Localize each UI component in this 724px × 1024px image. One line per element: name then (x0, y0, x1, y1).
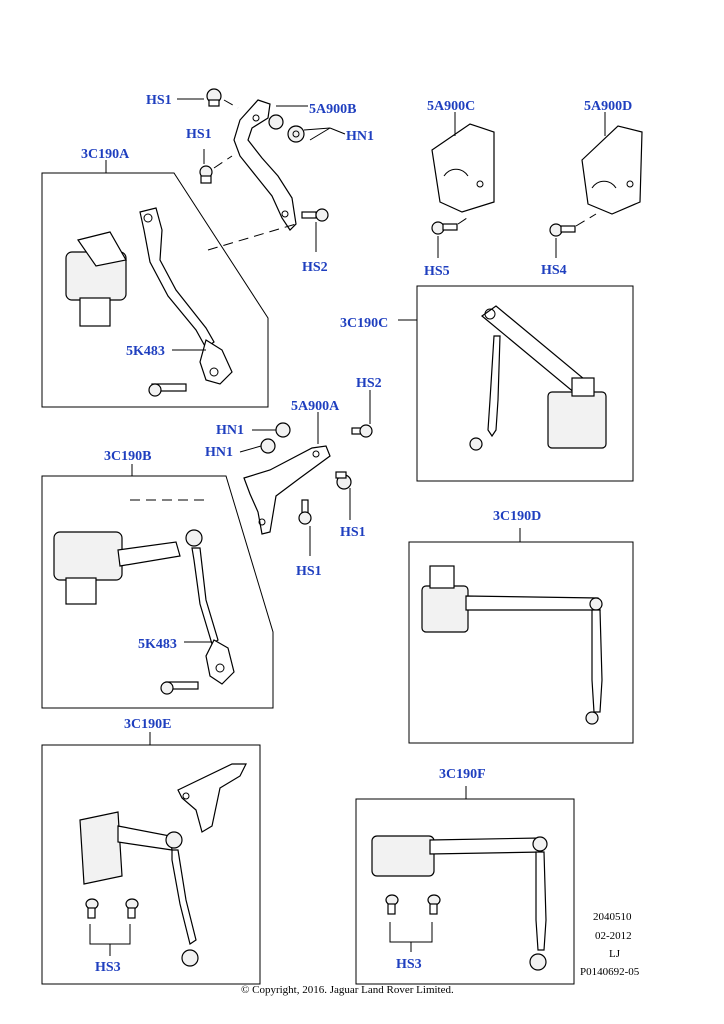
bolt-hs3-f2 (427, 894, 441, 915)
label-5k483-a: 5K483 (126, 344, 165, 359)
box-3c190d (408, 541, 634, 744)
bolt-5k483-a (148, 383, 187, 397)
sensor-3c190f (371, 835, 548, 971)
label-5a900d: 5A900D (584, 99, 632, 114)
bracket-5a900a (243, 445, 331, 535)
bolt-5k483-b (160, 681, 199, 695)
label-hn1-middle-a: HN1 (216, 423, 244, 438)
label-hs1-middle-bottom: HS1 (296, 564, 322, 579)
box-3c190b (41, 475, 274, 709)
label-hs4: HS4 (541, 263, 567, 278)
bolt-hs3-f1 (385, 894, 399, 915)
label-3c190c: 3C190C (340, 316, 388, 331)
box-3c190c (416, 285, 634, 482)
bolt-hs5 (431, 221, 458, 235)
label-3c190a: 3C190A (81, 147, 130, 162)
bracket-5a900c (431, 123, 495, 213)
label-hn1-middle-b: HN1 (205, 445, 233, 460)
bolt-hs3-e1 (85, 898, 99, 919)
label-hs3-f: HS3 (396, 957, 422, 972)
label-hn1-top: HN1 (346, 129, 374, 144)
label-5k483-b: 5K483 (138, 637, 177, 652)
label-5a900b: 5A900B (309, 102, 356, 117)
label-hs1-middle-right: HS1 (340, 525, 366, 540)
sensor-3c190c (469, 305, 607, 451)
label-hs5: HS5 (424, 264, 450, 279)
bolt-hs1-top (206, 88, 222, 107)
label-hs3-e: HS3 (95, 960, 121, 975)
bracket-5a900d (581, 125, 643, 215)
box-3c190a (41, 172, 269, 408)
label-3c190b: 3C190B (104, 449, 151, 464)
bolt-hs1-middle-right (335, 471, 352, 490)
label-hs2-top: HS2 (302, 260, 328, 275)
bolt-hs4 (549, 223, 576, 237)
label-3c190e: 3C190E (124, 717, 171, 732)
bolt-hs1-middle-bottom (298, 499, 312, 525)
label-3c190d: 3C190D (493, 509, 541, 524)
bolt-hs2-top (301, 208, 329, 222)
nut-hn1-middle (260, 422, 291, 454)
sensor-3c190b (53, 529, 235, 685)
bolt-hs3-e2 (125, 898, 139, 919)
nut-hn1-top (268, 114, 305, 143)
label-hs2-middle: HS2 (356, 376, 382, 391)
label-5a900c: 5A900C (427, 99, 475, 114)
footer-code-2: 02-2012 (595, 930, 632, 942)
footer-code-4: P0140692-05 (580, 966, 640, 978)
box-3c190f (355, 798, 575, 985)
bracket-5a900b (233, 99, 297, 231)
bolt-hs2-middle (351, 424, 373, 438)
copyright-text: © Copyright, 2016. Jaguar Land Rover Lim… (241, 984, 454, 996)
bracket-3c190e (177, 763, 247, 833)
footer-code-3: LJ (609, 948, 621, 960)
sensor-3c190d (421, 565, 603, 725)
box-3c190e (41, 744, 261, 985)
footer-code-1: 2040510 (593, 911, 632, 923)
label-3c190f: 3C190F (439, 767, 486, 782)
label-5a900a: 5A900A (291, 399, 340, 414)
bolt-hs1-left (199, 165, 213, 184)
sensor-3c190e (79, 811, 199, 967)
sensor-3c190a (65, 207, 233, 385)
label-hs1-top: HS1 (146, 93, 172, 108)
label-hs1-left: HS1 (186, 127, 212, 142)
